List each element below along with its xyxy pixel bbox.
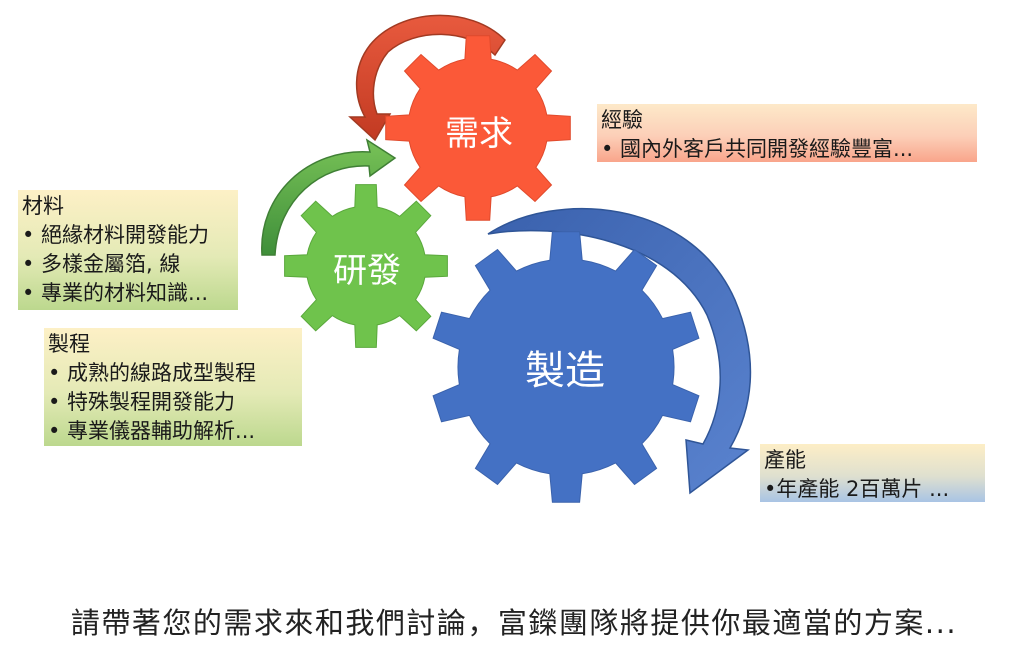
experience-title: 經驗 xyxy=(601,108,643,132)
experience-item-1: • 國內外客戶共同開發經驗豐富... xyxy=(601,137,914,161)
capacity-item-1: •年產能 2百萬片 ... xyxy=(764,477,950,501)
materials-item-2: • 多樣金屬箔, 線 xyxy=(22,252,181,276)
manufacturing-gear-label: 製造 xyxy=(525,348,605,394)
rnd-gear-label: 研發 xyxy=(333,251,401,291)
materials-title: 材料 xyxy=(22,194,64,218)
process-item-2: • 特殊製程開發能力 xyxy=(48,390,236,414)
materials-item-1: • 絕緣材料開發能力 xyxy=(22,223,210,247)
capacity-title: 產能 xyxy=(764,448,806,472)
process-box: 製程 • 成熟的線路成型製程 • 特殊製程開發能力 • 專業儀器輔助解析... xyxy=(44,328,302,446)
demand-arrow xyxy=(348,14,506,142)
manufacturing-arrow xyxy=(487,207,752,495)
demand-gear xyxy=(385,35,571,221)
gear-rnd-shape xyxy=(284,184,448,348)
process-title: 製程 xyxy=(48,332,90,356)
rnd-gear xyxy=(284,184,448,348)
process-item-1: • 成熟的線路成型製程 xyxy=(48,361,257,385)
rnd-arrow xyxy=(261,138,397,256)
materials-item-3: • 專業的材料知識... xyxy=(22,281,209,305)
manufacturing-gear xyxy=(432,231,700,503)
demand-gear-label: 需求 xyxy=(445,114,513,154)
materials-box: 材料 • 絕緣材料開發能力 • 多樣金屬箔, 線 • 專業的材料知識... xyxy=(18,190,238,310)
experience-box: 經驗 • 國內外客戶共同開發經驗豐富... xyxy=(597,104,977,162)
gear-demand-shape xyxy=(385,35,571,221)
process-item-3: • 專業儀器輔助解析... xyxy=(48,419,256,443)
footer-message: 請帶著您的需求來和我們討論，富鑅團隊將提供你最適當的方案... xyxy=(70,606,958,640)
capacity-box: 產能 •年產能 2百萬片 ... xyxy=(760,444,985,502)
gear-manufacturing-shape xyxy=(432,231,700,503)
